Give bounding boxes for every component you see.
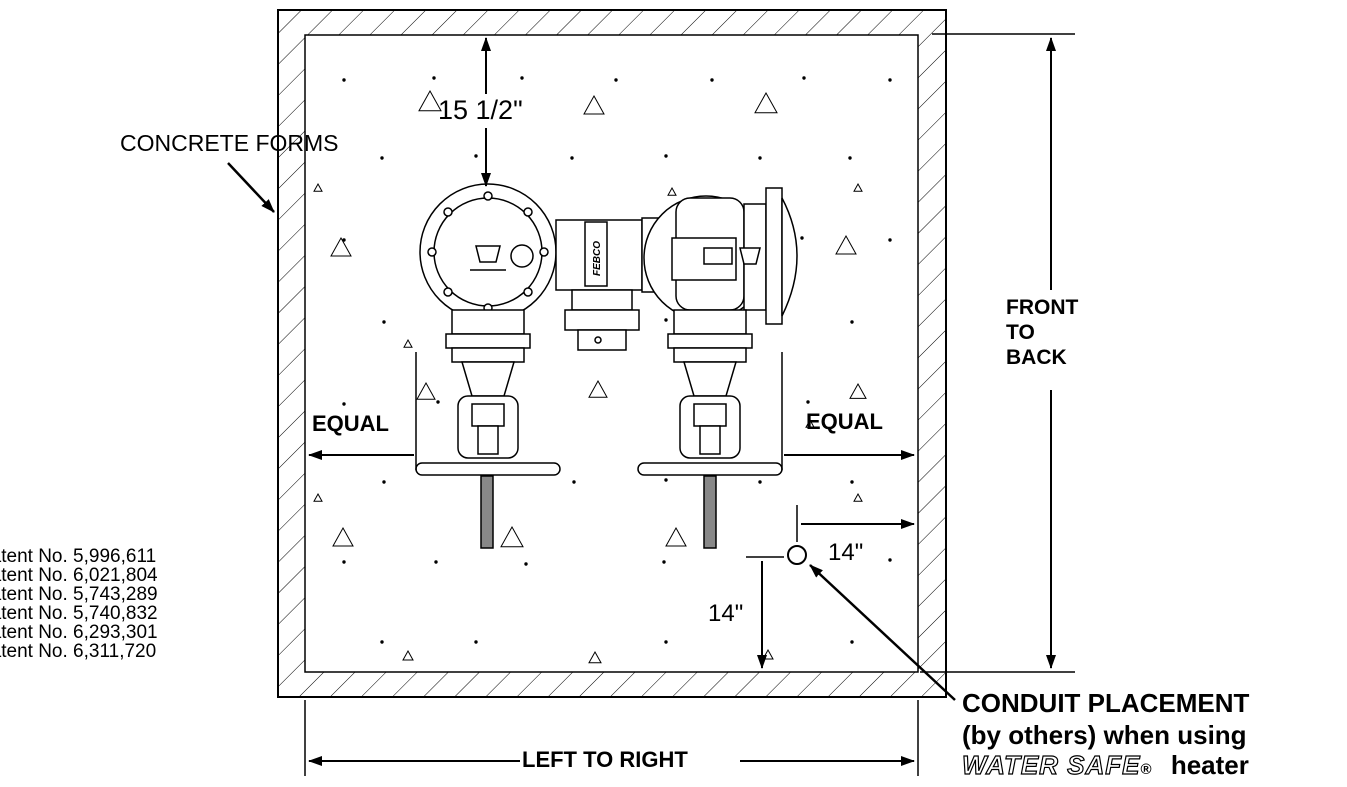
aggregate-triangle (583, 94, 605, 115)
aggregate-dot (888, 238, 892, 242)
aggregate-dot (800, 236, 804, 240)
equal-left-label: EQUAL (312, 411, 389, 436)
aggregate-dot (614, 78, 618, 82)
aggregate-triangle (588, 379, 608, 398)
aggregate-triangle (402, 649, 414, 661)
conduit-back-dimension (746, 556, 784, 669)
equal-right-label: EQUAL (806, 409, 883, 434)
aggregate-triangle (853, 492, 863, 502)
conduit-side-dim-label: 14" (828, 539, 864, 566)
aggregate-dot (382, 480, 386, 484)
patent-item: Patent No. 6,311,720 (0, 641, 157, 662)
patent-item: Patent No. 5,743,289 (0, 584, 158, 605)
patent-item: Patent No. 6,293,301 (0, 622, 158, 643)
conduit-location (787, 545, 807, 565)
aggregate-dot (758, 480, 762, 484)
to-label: TO (1006, 321, 1035, 344)
patent-item: Patent No. 6,021,804 (0, 565, 158, 586)
aggregate-triangle (313, 492, 323, 502)
patent-list: Patent No. 5,996,611 Patent No. 6,021,80… (0, 547, 158, 661)
aggregate-dot (664, 318, 668, 322)
aggregate-dot (380, 640, 384, 644)
aggregate-dot (524, 562, 528, 566)
aggregate-triangle (805, 418, 815, 428)
conduit-by-others-label: (by others) when using (962, 720, 1247, 750)
aggregate-dot (664, 640, 668, 644)
aggregate-dot (382, 320, 386, 324)
water-safe-heater-line: WATER SAFE® heater (961, 750, 1249, 780)
aggregate-dot (710, 78, 714, 82)
registered-mark: ® (1140, 761, 1152, 778)
aggregate-dot (848, 156, 852, 160)
aggregate-dot (888, 558, 892, 562)
aggregate-triangle (416, 381, 436, 400)
aggregate-dot (474, 154, 478, 158)
aggregate-dot (380, 156, 384, 160)
conduit-leader (809, 564, 956, 701)
aggregate-dot (432, 76, 436, 80)
conduit-side-dimension (796, 505, 915, 542)
aggregate-dot (342, 560, 346, 564)
aggregate-triangle (500, 525, 524, 548)
aggregate-dot (342, 238, 346, 242)
back-label: BACK (1006, 346, 1067, 369)
backflow-valve-assembly (415, 183, 798, 549)
aggregate-dot (662, 560, 666, 564)
equal-left-dimension (308, 352, 417, 470)
front-label: FRONT (1006, 296, 1079, 319)
aggregate-triangle (667, 186, 677, 196)
concrete-form-walls (277, 9, 947, 698)
aggregate-triangle (332, 526, 354, 547)
aggregate-dot (572, 480, 576, 484)
aggregate-dot (520, 76, 524, 80)
valve-logo: FEBCO (592, 241, 603, 276)
aggregate-dot (342, 402, 346, 406)
aggregate-triangle (418, 89, 442, 112)
aggregate-triangle (330, 236, 352, 257)
aggregate-dot (664, 154, 668, 158)
left-to-right-label: LEFT TO RIGHT (522, 747, 688, 772)
aggregate-triangle (588, 650, 602, 664)
aggregate-dot (888, 78, 892, 82)
concrete-forms-label: CONCRETE FORMS (120, 130, 339, 156)
aggregate-dot (850, 320, 854, 324)
conduit-back-dim-label: 14" (708, 600, 744, 627)
aggregate-dot (474, 640, 478, 644)
aggregate-speckles (313, 76, 892, 664)
aggregate-triangle (313, 182, 323, 192)
patent-item: Patent No. 5,996,611 (0, 546, 157, 567)
conduit-placement-label: CONDUIT PLACEMENT (962, 688, 1250, 718)
aggregate-dot (434, 560, 438, 564)
aggregate-dot (342, 78, 346, 82)
aggregate-dot (758, 156, 762, 160)
aggregate-dot (570, 156, 574, 160)
water-safe-brand: WATER SAFE (961, 750, 1141, 780)
heater-label: heater (1170, 750, 1249, 780)
aggregate-dot (850, 480, 854, 484)
front-to-back-dimension (920, 33, 1075, 673)
equal-right-dimension (781, 352, 915, 470)
aggregate-dot (802, 76, 806, 80)
aggregate-triangle (853, 182, 863, 192)
concrete-forms-leader (227, 162, 275, 213)
aggregate-dot (806, 400, 810, 404)
left-to-right-dimension (304, 700, 919, 776)
aggregate-dot (436, 400, 440, 404)
aggregate-triangle (849, 382, 867, 399)
patent-item: Patent No. 5,740,832 (0, 603, 158, 624)
aggregate-dot (664, 478, 668, 482)
aggregate-triangle (762, 648, 774, 660)
aggregate-triangle (754, 91, 778, 114)
aggregate-triangle (835, 234, 857, 255)
aggregate-triangle (665, 526, 687, 547)
aggregate-dot (850, 640, 854, 644)
top-clearance-label: 15 1/2" (438, 95, 523, 125)
aggregate-triangle (403, 338, 413, 348)
